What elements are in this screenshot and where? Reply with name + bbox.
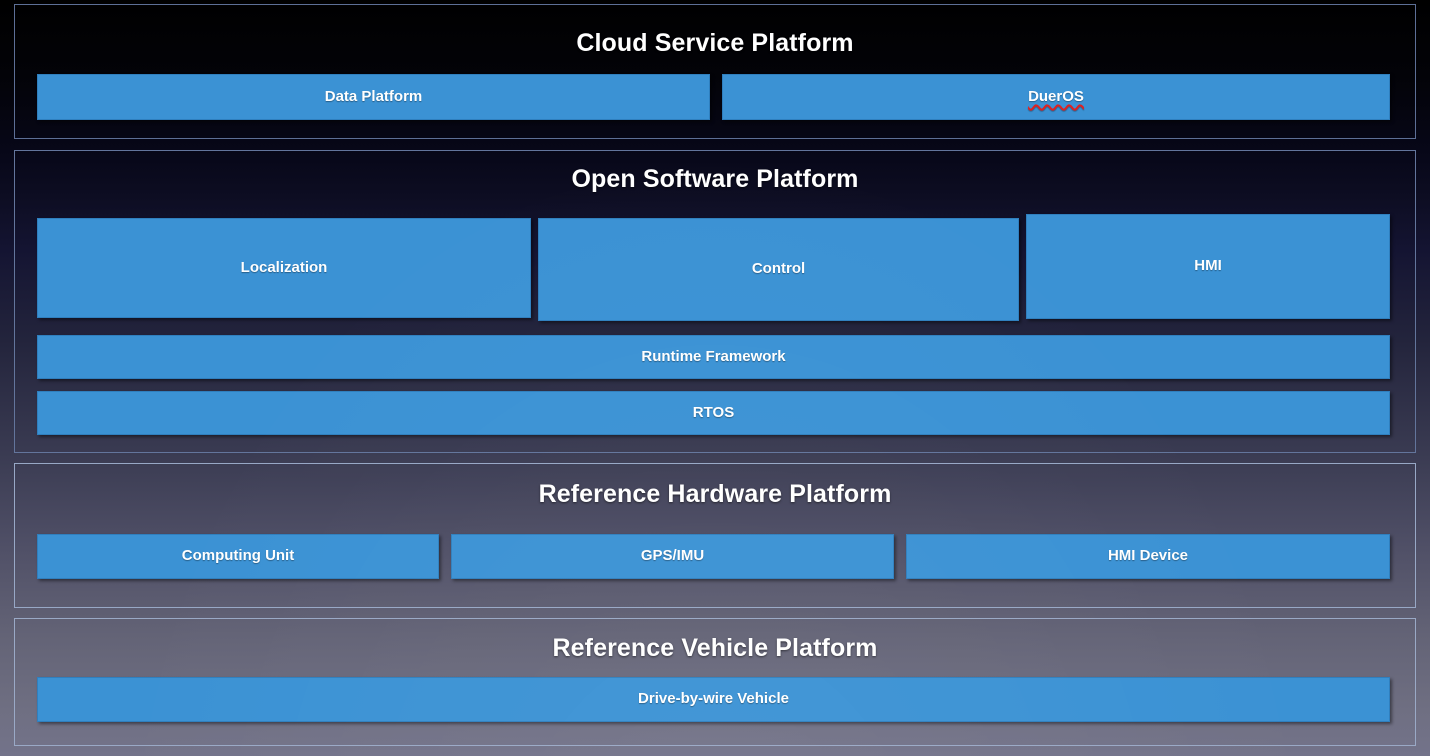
box-control[interactable]: Control xyxy=(538,218,1019,321)
box-data-platform[interactable]: Data Platform xyxy=(37,74,710,120)
box-label-computing-unit: Computing Unit xyxy=(181,547,295,565)
box-computing-unit[interactable]: Computing Unit xyxy=(37,534,439,579)
box-label-runtime-framework: Runtime Framework xyxy=(641,347,786,365)
box-drive-by-wire-vehicle[interactable]: Drive-by-wire Vehicle xyxy=(37,677,1390,722)
box-label-gps-imu: GPS/IMU xyxy=(640,547,705,565)
section-reference-vehicle-platform: Reference Vehicle Platform Drive-by-wire… xyxy=(14,618,1416,746)
box-hmi[interactable]: HMI xyxy=(1026,214,1390,319)
box-dueros[interactable]: DuerOS xyxy=(722,74,1390,120)
box-label-data-platform: Data Platform xyxy=(324,87,423,105)
section-title-reference-vehicle-platform: Reference Vehicle Platform xyxy=(552,634,878,662)
section-open-software-platform: Open Software Platform Localization Cont… xyxy=(14,150,1416,453)
box-localization[interactable]: Localization xyxy=(37,218,531,318)
section-title-cloud-service-platform: Cloud Service Platform xyxy=(576,29,854,57)
section-cloud-service-platform: Cloud Service Platform Data Platform Due… xyxy=(14,4,1416,139)
section-title-reference-hardware-platform: Reference Hardware Platform xyxy=(538,480,892,508)
box-label-drive-by-wire-vehicle: Drive-by-wire Vehicle xyxy=(638,690,789,708)
box-label-hmi: HMI xyxy=(1194,257,1222,275)
box-label-localization: Localization xyxy=(240,258,328,276)
section-reference-hardware-platform: Reference Hardware Platform Computing Un… xyxy=(14,463,1416,608)
box-runtime-framework[interactable]: Runtime Framework xyxy=(37,335,1390,379)
box-gps-imu[interactable]: GPS/IMU xyxy=(451,534,894,579)
box-label-hmi-device: HMI Device xyxy=(1107,547,1189,565)
box-label-control: Control xyxy=(751,260,806,278)
box-hmi-device[interactable]: HMI Device xyxy=(906,534,1390,579)
section-title-open-software-platform: Open Software Platform xyxy=(571,165,859,193)
box-label-rtos: RTOS xyxy=(692,403,735,421)
box-label-dueros: DuerOS xyxy=(1028,87,1084,105)
box-rtos[interactable]: RTOS xyxy=(37,391,1390,435)
